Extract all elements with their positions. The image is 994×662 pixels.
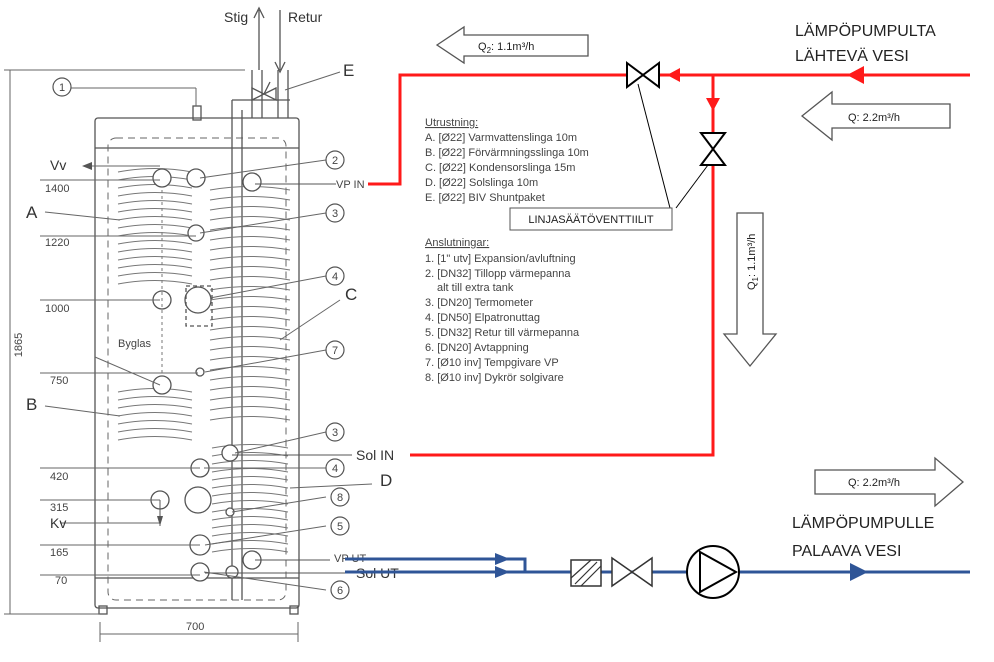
label-byglas: Byglas <box>118 338 152 350</box>
label-vp-in: VP IN <box>336 179 365 191</box>
coil-a <box>117 168 193 285</box>
coil-b <box>117 388 193 441</box>
equipment-item: B. [Ø22] Förvärmningsslinga 10m <box>425 147 589 159</box>
supply-arrow-icon <box>667 68 680 82</box>
valve-label: LINJASÄÄTÖVENTTIILIT <box>528 214 654 226</box>
height-420: 420 <box>50 471 68 483</box>
connection-item: 1. [1" utv] Expansion/avluftning <box>425 253 576 265</box>
label-height-total: 1865 <box>13 333 25 357</box>
balancing-valve-icon <box>626 61 660 89</box>
balancing-valve-icon <box>699 132 727 166</box>
supply-arrow-icon <box>706 98 720 111</box>
tank-ports <box>150 168 262 582</box>
equipment-item: E. [Ø22] BIV Shuntpaket <box>425 192 545 204</box>
return-arrow-icon <box>850 563 868 581</box>
supply-pipe <box>368 73 970 457</box>
label-width-total: 700 <box>186 621 204 633</box>
label-a: A <box>26 203 38 222</box>
equipment-heading: Utrustning: <box>425 117 478 129</box>
supply-caption-line2: LÄHTEVÄ VESI <box>795 47 909 65</box>
dimension-lines <box>4 69 299 642</box>
callout-4b: 4 <box>332 463 338 475</box>
shunt-pipes <box>231 70 290 600</box>
connection-item: 7. [Ø10 inv] Tempgivare VP <box>425 357 559 369</box>
height-leaders <box>40 165 200 576</box>
connection-item: 3. [DN20] Termometer <box>425 297 533 309</box>
callout-8: 8 <box>337 492 343 504</box>
callout-4a: 4 <box>332 271 338 283</box>
callout-7: 7 <box>332 345 338 357</box>
equipment-item: A. [Ø22] Varmvattenslinga 10m <box>425 132 577 144</box>
connection-heading: Anslutningar: <box>425 237 489 249</box>
height-315: 315 <box>50 502 68 514</box>
label-c: C <box>345 285 357 304</box>
retur-arrow <box>274 10 286 74</box>
label-d: D <box>380 471 392 490</box>
supply-caption-line1: LÄMPÖPUMPULTA <box>795 22 936 40</box>
connection-item: 4. [DN50] Elpatronuttag <box>425 312 540 324</box>
number-leaders <box>64 87 327 591</box>
tank-sketch: Stig Retur Vv Kv Byglas 1865 700 A B C D… <box>4 6 399 642</box>
label-b: B <box>26 395 37 414</box>
coil-c <box>209 186 291 421</box>
equipment-list: Utrustning: A. [Ø22] Varmvattenslinga 10… <box>425 117 589 204</box>
return-pipe <box>345 557 970 574</box>
flow-arrow-q1: Q1: 1.1m³/h <box>722 212 778 368</box>
callout-3b: 3 <box>332 427 338 439</box>
height-165: 165 <box>50 547 68 559</box>
label-vv: Vv <box>50 157 66 173</box>
callout-circles <box>52 77 350 600</box>
strainer-icon <box>570 559 602 587</box>
tank-body <box>94 117 300 609</box>
flow-label-q1: Q1: 1.1m³/h <box>746 234 760 290</box>
height-1000: 1000 <box>45 303 69 315</box>
flow-label-q2: Q2: 1.1m³/h <box>478 41 534 55</box>
height-1400: 1400 <box>45 183 69 195</box>
label-retur: Retur <box>288 9 323 25</box>
height-70: 70 <box>55 575 67 587</box>
connection-item: alt till extra tank <box>437 282 514 294</box>
shunt-valve <box>251 81 277 102</box>
valve-callout: LINJASÄÄTÖVENTTIILIT <box>509 83 709 231</box>
supply-line <box>368 66 970 457</box>
equipment-item: D. [Ø22] Solslinga 10m <box>425 177 538 189</box>
return-caption-line1: LÄMPÖPUMPULLE <box>792 514 934 532</box>
label-e: E <box>343 61 354 80</box>
callout-2: 2 <box>332 155 338 167</box>
label-sol-in: Sol IN <box>356 447 394 463</box>
connection-list: Anslutningar: 1. [1" utv] Expansion/avlu… <box>425 237 580 384</box>
flow-label-q-out: Q: 2.2m³/h <box>848 477 900 489</box>
vv-arrow <box>82 162 92 170</box>
callout-6: 6 <box>337 585 343 597</box>
expansion-connection <box>192 105 202 121</box>
return-line <box>345 553 970 581</box>
callout-1: 1 <box>59 82 65 94</box>
equipment-item: C. [Ø22] Kondensorslinga 15m <box>425 162 575 174</box>
return-arrow-icon <box>495 553 510 565</box>
stig-arrow <box>253 6 265 70</box>
connection-item: 8. [Ø10 inv] Dykrör solgivare <box>425 372 564 384</box>
height-750: 750 <box>50 375 68 387</box>
label-kv: Kv <box>50 515 66 531</box>
pump-icon <box>686 545 740 599</box>
supply-arrow-icon <box>847 66 864 84</box>
return-caption-line2: PALAAVA VESI <box>792 543 901 560</box>
connection-item: 2. [DN32] Tillopp värmepanna <box>425 268 571 280</box>
flow-arrow-q2: Q2: 1.1m³/h <box>435 25 589 65</box>
return-arrow-icon <box>495 566 510 578</box>
connection-item: 5. [DN32] Retur till värmepanna <box>425 327 580 339</box>
connection-item: 6. [DN20] Avtappning <box>425 342 529 354</box>
callout-3a: 3 <box>332 208 338 220</box>
shutoff-valve-icon <box>611 556 653 588</box>
coil-d <box>211 444 289 553</box>
flow-arrow-q-in: Q: 2.2m³/h <box>800 90 951 142</box>
label-stig: Stig <box>224 9 248 25</box>
flow-label-q-in: Q: 2.2m³/h <box>848 112 900 124</box>
flow-arrow-q-out: Q: 2.2m³/h <box>814 456 964 508</box>
height-1220: 1220 <box>45 237 69 249</box>
callout-5: 5 <box>337 521 343 533</box>
letter-leaders <box>44 71 373 489</box>
